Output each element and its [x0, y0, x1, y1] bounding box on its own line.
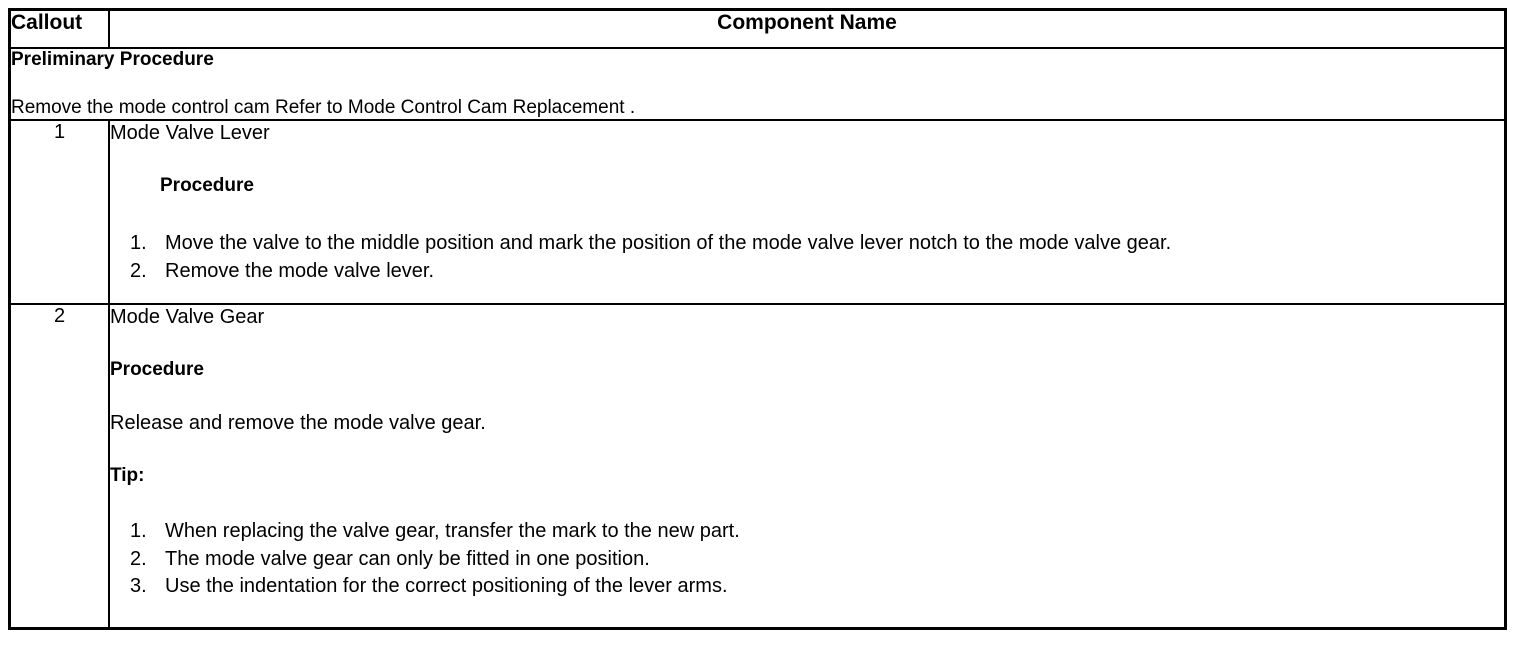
list-item-number: 3.	[130, 575, 147, 598]
procedure-step-list-1: 1. Move the valve to the middle position…	[110, 230, 1504, 285]
column-header-callout: Callout	[8, 8, 110, 49]
list-item: 1. When replacing the valve gear, transf…	[110, 518, 1504, 546]
spacer	[110, 329, 1504, 359]
spacer	[110, 435, 1504, 465]
callout-number-1: 1	[8, 118, 110, 305]
preliminary-procedure-title: Preliminary Procedure	[11, 49, 214, 70]
list-item: 2. Remove the mode valve lever.	[110, 258, 1504, 286]
preliminary-procedure-text: Remove the mode control cam Refer to Mod…	[11, 96, 636, 118]
list-item-text: Move the valve to the middle position an…	[165, 232, 1172, 255]
column-header-component-name: Component Name	[108, 8, 1507, 49]
component-cell-2: Mode Valve Gear Procedure Release and re…	[108, 302, 1507, 630]
tip-list-2: 1. When replacing the valve gear, transf…	[110, 518, 1504, 601]
spacer	[110, 197, 1504, 230]
preliminary-procedure-cell: Preliminary Procedure Remove the mode co…	[8, 47, 1507, 121]
component-cell-1: Mode Valve Lever Procedure 1. Move the v…	[108, 118, 1507, 305]
list-item-text: Use the indentation for the correct posi…	[165, 575, 728, 598]
spacer	[110, 145, 1504, 175]
component-name-2: Mode Valve Gear	[110, 305, 265, 328]
list-item-number: 1.	[130, 520, 147, 543]
list-item-number: 1.	[130, 232, 147, 255]
spacer	[110, 488, 1504, 518]
procedure-text-2: Release and remove the mode valve gear.	[110, 412, 486, 435]
list-item-number: 2.	[130, 547, 147, 570]
table-row: 2 Mode Valve Gear Procedure Release and …	[8, 302, 1507, 630]
table-row: 1 Mode Valve Lever Procedure 1. Move the…	[8, 118, 1507, 305]
spacer	[110, 381, 1504, 411]
list-item-number: 2.	[130, 260, 147, 283]
tip-heading-2: Tip:	[110, 465, 145, 487]
callout-number-2: 2	[8, 302, 110, 630]
list-item: 2. The mode valve gear can only be fitte…	[110, 546, 1504, 574]
list-item: 1. Move the valve to the middle position…	[110, 230, 1504, 258]
list-item-text: The mode valve gear can only be fitted i…	[165, 547, 650, 570]
procedure-heading-2: Procedure	[110, 358, 204, 380]
preliminary-procedure-row: Preliminary Procedure Remove the mode co…	[8, 47, 1507, 121]
list-item-text: Remove the mode valve lever.	[165, 260, 435, 283]
list-item-text: When replacing the valve gear, transfer …	[165, 520, 740, 543]
component-name-1: Mode Valve Lever	[110, 121, 270, 144]
procedure-heading-1: Procedure	[160, 174, 254, 196]
table-header-row: Callout Component Name	[8, 8, 1507, 49]
service-procedure-table: Callout Component Name Preliminary Proce…	[8, 8, 1507, 630]
list-item: 3. Use the indentation for the correct p…	[110, 573, 1504, 601]
